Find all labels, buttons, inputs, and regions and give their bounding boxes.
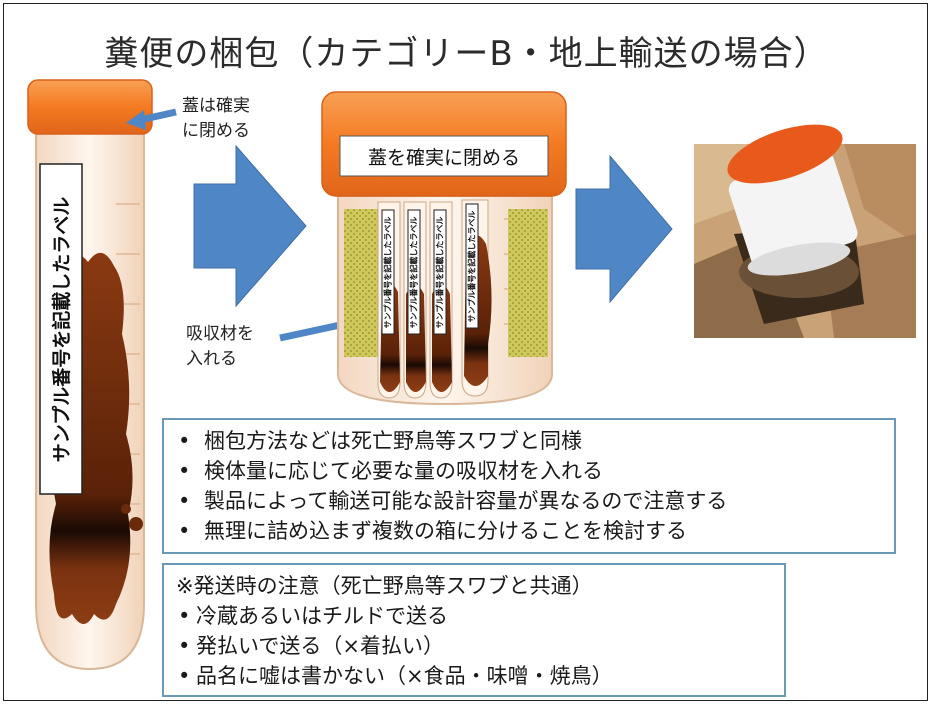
absorbent-pad-left: [344, 209, 378, 357]
notes-heading: ※発送時の注意（死亡野鳥等スワブと共通）: [176, 574, 593, 598]
small-tube-label: サンプル番号を記載したラベル: [467, 210, 477, 322]
small-tubes: [377, 199, 492, 399]
lid-label: 蓋を確実に閉める: [367, 146, 520, 169]
sample-label-text: サンプル番号を記載したラベル: [51, 196, 74, 462]
large-sample-tube: [27, 79, 153, 671]
slide: 糞便の梱包（カテゴリーB・地上輸送の場合）: [3, 3, 928, 701]
arrow-right-icon: [193, 144, 307, 308]
cap-callout: 蓋は確実 に閉める: [182, 96, 250, 141]
info-item: 製品によって輸送可能な設計容量が異なるので注意する: [164, 486, 894, 516]
diagram-canvas: [27, 79, 916, 671]
info-item: 梱包方法などは死亡野鳥等スワブと同様: [164, 426, 894, 456]
arrow-right-icon: [575, 154, 673, 304]
small-tube-label: サンプル番号を記載したラベル: [383, 216, 393, 328]
packing-photo: [694, 124, 916, 338]
note-item: 冷蔵あるいはチルドで送る: [164, 601, 784, 631]
packaging-container: [321, 91, 567, 406]
info-box: 梱包方法などは死亡野鳥等スワブと同様 検体量に応じて必要な量の吸収材を入れる 製…: [162, 418, 896, 554]
note-item: 品名に嘘は書かない（×食品・味噌・焼鳥）: [164, 661, 784, 691]
sample-label: サンプル番号を記載したラベル: [40, 164, 82, 494]
info-item: 検体量に応じて必要な量の吸収材を入れる: [164, 456, 894, 486]
small-tube-label: サンプル番号を記載したラベル: [409, 216, 419, 328]
info-item: 無理に詰め込まず複数の箱に分けることを検討する: [164, 516, 894, 546]
note-item: 発払いで送る（×着払い）: [164, 631, 784, 661]
shipping-notes-box: ※発送時の注意（死亡野鳥等スワブと共通） 冷蔵あるいはチルドで送る 発払いで送る…: [162, 563, 786, 697]
small-tube-label: サンプル番号を記載したラベル: [435, 216, 445, 328]
arrow-pointer-icon: [126, 108, 177, 130]
absorbent-pad-right: [508, 209, 548, 357]
slide-title: 糞便の梱包（カテゴリーB・地上輸送の場合）: [104, 34, 829, 74]
absorbent-callout: 吸収材を 入れる: [186, 324, 254, 369]
